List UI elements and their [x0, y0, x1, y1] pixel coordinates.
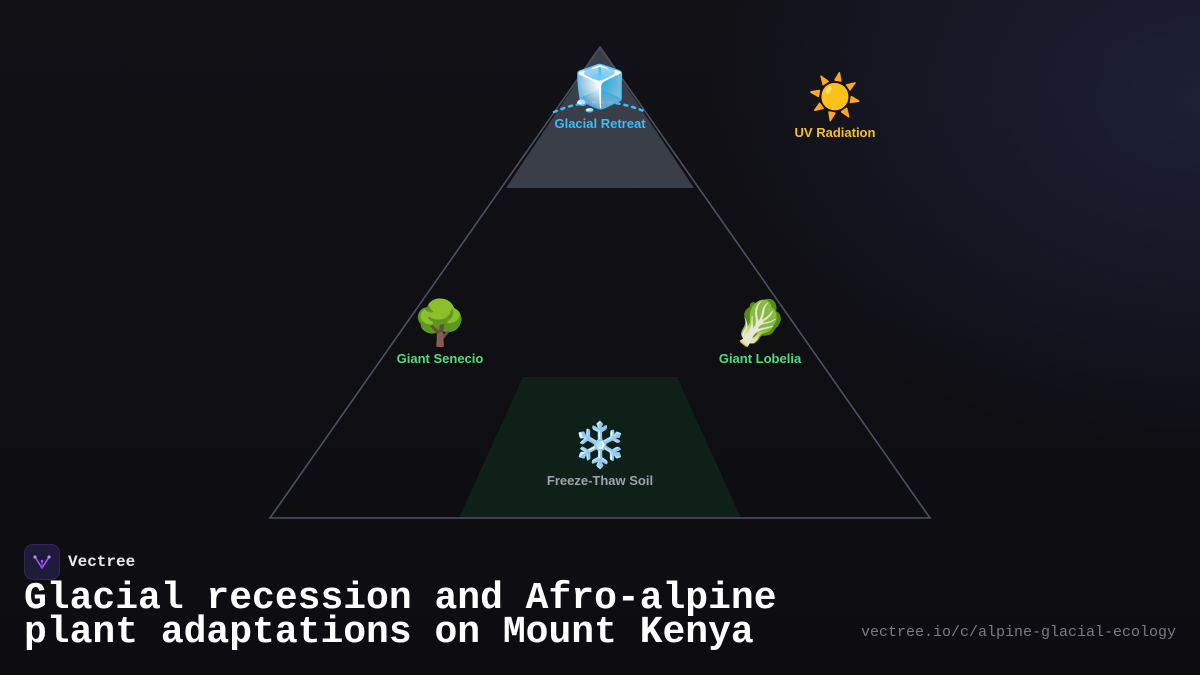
node-giant-lobelia: 🥬 Giant Lobelia: [718, 298, 802, 367]
page-title: Glacial recession and Afro-alpine plant …: [24, 577, 777, 654]
mountain-triangle: [268, 45, 932, 519]
ice-cube-icon: 🧊: [572, 63, 628, 114]
node-label: UV Radiation: [794, 125, 876, 140]
leafy-green-icon: 🥬: [732, 298, 788, 349]
tree-icon: 🌳: [412, 298, 468, 349]
node-glacial-retreat: 🧊 Glacial Retreat: [554, 63, 646, 132]
source-url[interactable]: vectree.io/c/alpine-glacial-ecology: [860, 624, 1176, 641]
vectree-logo-icon: [24, 544, 60, 580]
node-giant-senecio: 🌳 Giant Senecio: [396, 298, 484, 367]
node-uv-radiation: ☀️ UV Radiation: [794, 72, 876, 141]
node-label: Freeze-Thaw Soil: [546, 473, 654, 488]
sun-icon: ☀️: [807, 72, 863, 123]
node-label: Giant Lobelia: [718, 351, 802, 366]
node-label: Glacial Retreat: [554, 116, 646, 131]
brand-name: Vectree: [68, 553, 136, 571]
node-freeze-thaw-soil: ❄️ Freeze-Thaw Soil: [546, 420, 654, 489]
glacier-edge-dotted-line: [552, 100, 648, 114]
snowflake-icon: ❄️: [572, 420, 628, 471]
node-label: Giant Senecio: [396, 351, 484, 366]
brand: Vectree: [24, 544, 135, 580]
soil-zone: [459, 377, 741, 518]
summit-glacier-zone: [506, 47, 694, 188]
